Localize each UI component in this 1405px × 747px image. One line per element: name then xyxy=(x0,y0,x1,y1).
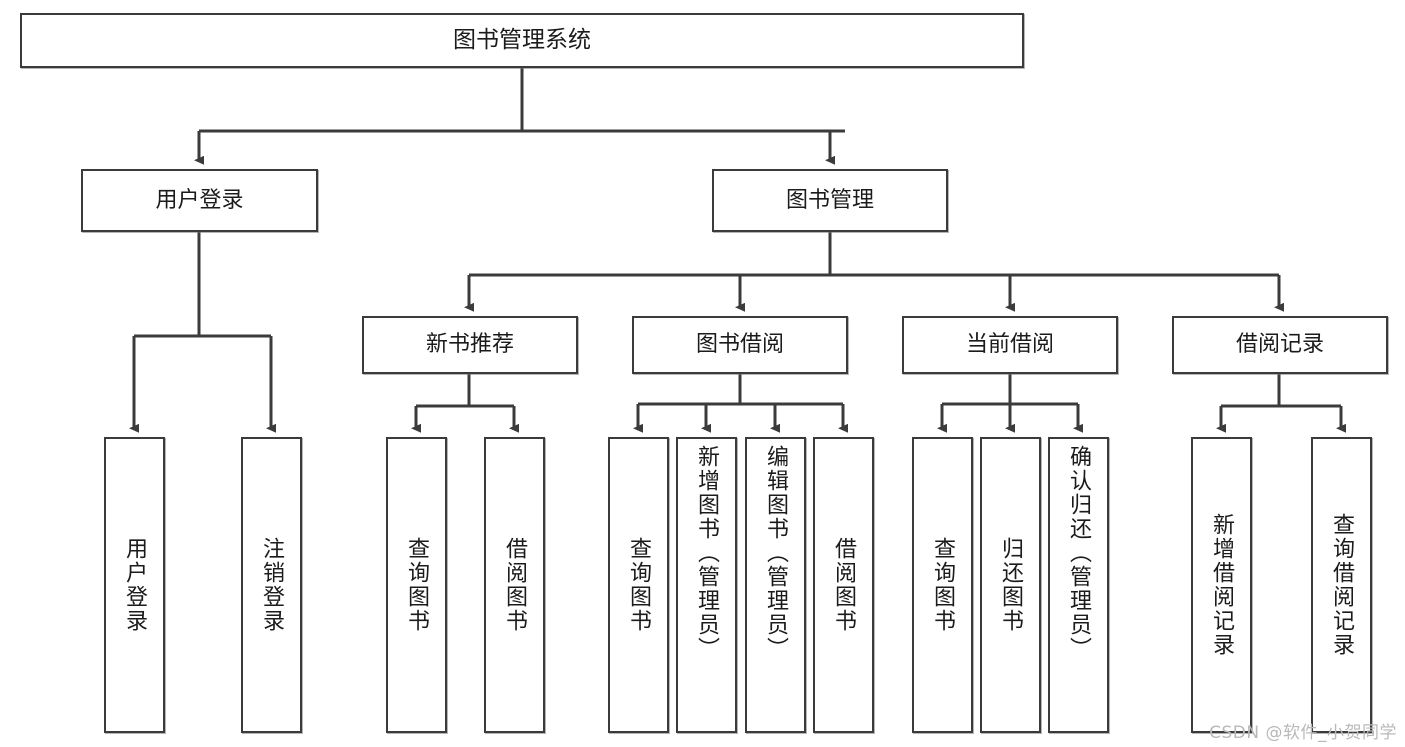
node-label: 查询借阅记录 xyxy=(1329,513,1355,657)
node-leaf-borrow-book-1[interactable]: 借阅图书 xyxy=(484,437,545,733)
node-label: 新增借阅记录 xyxy=(1209,513,1235,657)
watermark-text: CSDN @软件_小贺同学 xyxy=(1209,723,1397,743)
node-leaf-query-borrow-record[interactable]: 查询借阅记录 xyxy=(1311,437,1372,733)
node-leaf-logout-login[interactable]: 注销登录 xyxy=(241,437,302,733)
node-label: 图书管理 xyxy=(785,187,874,213)
node-label: 用户登录 xyxy=(155,187,244,213)
node-current-borrow[interactable]: 当前借阅 xyxy=(902,316,1118,374)
node-label: 图书管理系统 xyxy=(453,26,591,53)
node-label: 编辑图书（管理员） xyxy=(763,445,789,661)
node-label: 查询图书 xyxy=(930,537,956,633)
node-new-book-recommend[interactable]: 新书推荐 xyxy=(362,316,578,374)
node-leaf-confirm-return[interactable]: 确认归还（管理员） xyxy=(1048,437,1109,733)
node-leaf-return-book[interactable]: 归还图书 xyxy=(980,437,1041,733)
node-label: 借阅记录 xyxy=(1235,332,1324,358)
node-label: 图书借阅 xyxy=(695,332,784,358)
node-label: 新增图书（管理员） xyxy=(694,445,720,661)
node-leaf-add-borrow-record[interactable]: 新增借阅记录 xyxy=(1191,437,1252,733)
node-label: 查询图书 xyxy=(626,537,652,633)
node-leaf-edit-book[interactable]: 编辑图书（管理员） xyxy=(745,437,806,733)
node-label: 当前借阅 xyxy=(965,332,1054,358)
node-user-login[interactable]: 用户登录 xyxy=(81,169,318,232)
node-label: 查询图书 xyxy=(404,537,430,633)
node-book-borrow[interactable]: 图书借阅 xyxy=(632,316,848,374)
node-leaf-query-book-2[interactable]: 查询图书 xyxy=(608,437,669,733)
node-label: 借阅图书 xyxy=(502,537,528,633)
node-label: 用户登录 xyxy=(122,537,148,633)
node-book-management[interactable]: 图书管理 xyxy=(712,169,948,232)
node-label: 归还图书 xyxy=(998,537,1024,633)
node-label: 注销登录 xyxy=(259,537,285,633)
node-root-system[interactable]: 图书管理系统 xyxy=(20,13,1024,68)
node-leaf-borrow-book-2[interactable]: 借阅图书 xyxy=(813,437,874,733)
node-label: 确认归还（管理员） xyxy=(1066,445,1092,661)
node-borrow-record[interactable]: 借阅记录 xyxy=(1172,316,1388,374)
node-label: 新书推荐 xyxy=(425,332,514,358)
node-leaf-query-book-1[interactable]: 查询图书 xyxy=(386,437,447,733)
node-label: 借阅图书 xyxy=(831,537,857,633)
node-leaf-user-login[interactable]: 用户登录 xyxy=(104,437,165,733)
node-leaf-add-book[interactable]: 新增图书（管理员） xyxy=(676,437,737,733)
node-leaf-query-book-3[interactable]: 查询图书 xyxy=(912,437,973,733)
